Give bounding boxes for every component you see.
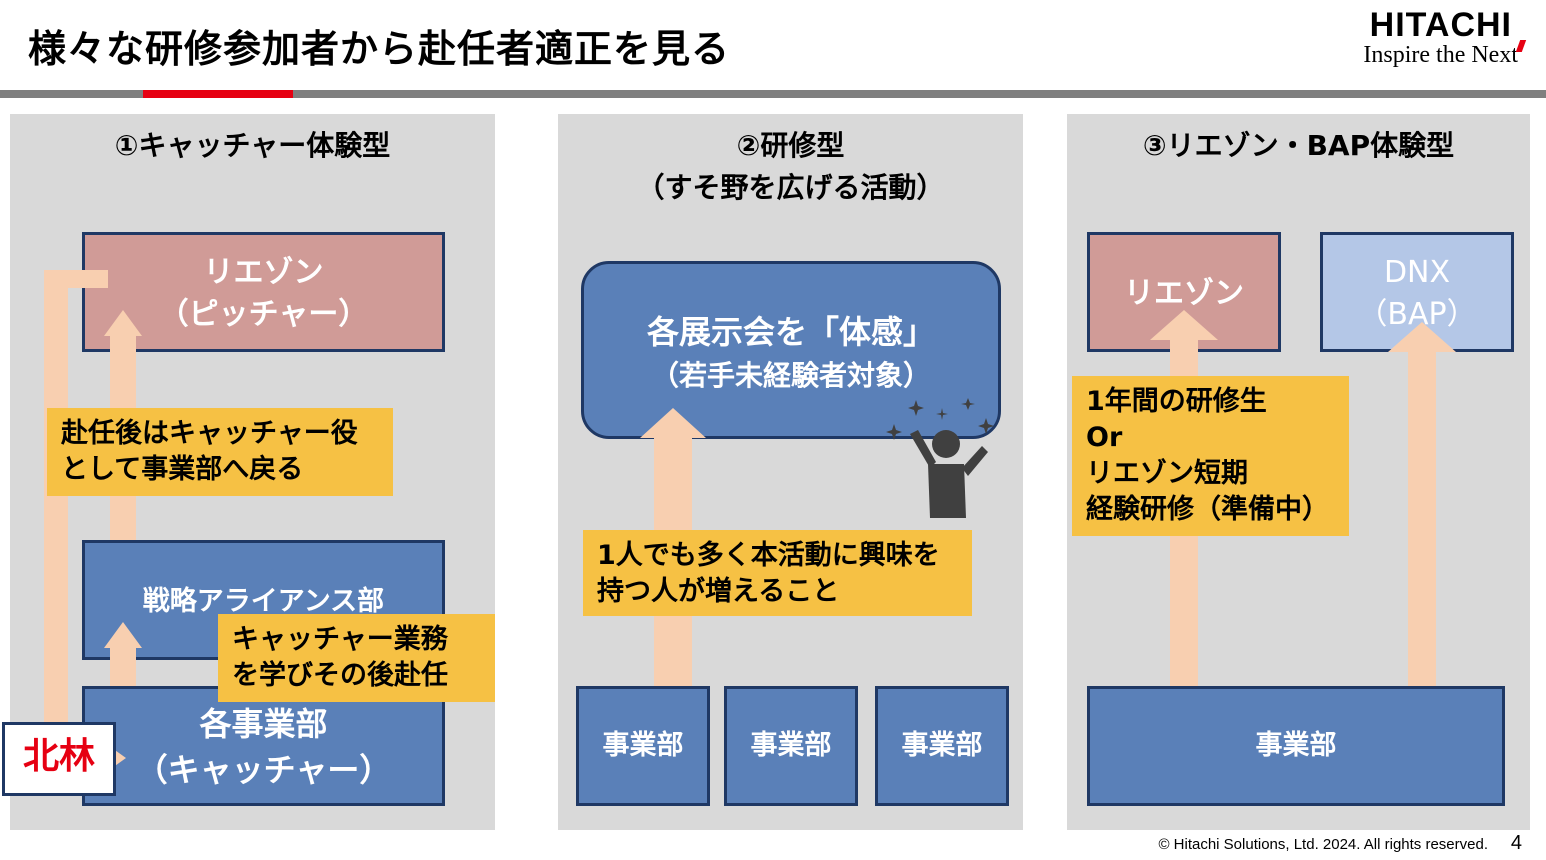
person-name-badge: 北林 bbox=[2, 722, 116, 796]
header-divider bbox=[0, 90, 1546, 98]
note-return-line1: 赴任後はキャッチャー役 bbox=[61, 418, 358, 449]
strategy-alliance-label: 戦略アライアンス部 bbox=[142, 586, 385, 617]
page-title: 様々な研修参加者から赴任者適正を見る bbox=[28, 27, 731, 71]
arrow-up-to-liaison-head bbox=[104, 310, 142, 336]
note-learn-line1: キャッチャー業務 bbox=[232, 624, 448, 655]
arrow-up-to-dnx bbox=[1408, 350, 1436, 690]
arrow-up-to-liaison-p3-head bbox=[1150, 310, 1218, 340]
liaison-pitcher-box bbox=[82, 232, 445, 352]
arrow-up-to-strategy-head bbox=[104, 622, 142, 648]
copyright-notice: © Hitachi Solutions, Ltd. 2024. All righ… bbox=[1158, 836, 1488, 853]
note-increase-interest: 1人でも多く本活動に興味を 持つ人が増えること bbox=[583, 530, 972, 616]
division-box-p3: 事業部 bbox=[1087, 686, 1505, 806]
note-learn-line2: を学びその後赴任 bbox=[232, 660, 448, 691]
note-trainee-line3: リエゾン短期 bbox=[1086, 458, 1248, 489]
panel2-subtitle: （すそ野を広げる活動） bbox=[636, 171, 945, 204]
liaison-label: リエゾン bbox=[1124, 276, 1244, 311]
note-trainee-or-short-term: 1年間の研修生 Or リエゾン短期 経験研修（準備中） bbox=[1072, 376, 1349, 536]
divisions-catcher-box bbox=[82, 686, 445, 806]
panel1-title: ①キャッチャー体験型 bbox=[114, 129, 391, 162]
header-divider-accent bbox=[143, 90, 293, 98]
panel2-title: ②研修型 bbox=[736, 129, 845, 162]
liaison-pitcher-label: リエゾン bbox=[203, 255, 324, 290]
note-trainee-line1: 1年間の研修生 bbox=[1086, 386, 1267, 417]
note-trainee-line2: Or bbox=[1086, 422, 1123, 453]
hitachi-logo: HITACHI bbox=[1369, 6, 1512, 44]
excited-person-icon bbox=[886, 398, 994, 518]
arrow-up-to-dnx-head bbox=[1388, 322, 1456, 352]
return-path-vertical bbox=[44, 270, 68, 732]
exhibition-experience-sublabel: （若手未経験者対象） bbox=[650, 359, 931, 392]
note-interest-line2: 持つ人が増えること bbox=[597, 576, 840, 607]
division-box-3: 事業部 bbox=[875, 686, 1009, 806]
liaison-pitcher-sublabel: （ピッチャー） bbox=[158, 297, 369, 332]
arrow-up-to-exhibition-head bbox=[640, 408, 706, 438]
dnx-label: DNX bbox=[1383, 255, 1451, 290]
return-path-horizontal bbox=[44, 270, 108, 288]
note-return-line2: として事業部へ戻る bbox=[61, 454, 304, 485]
note-learn-then-assign: キャッチャー業務 を学びその後赴任 bbox=[218, 614, 495, 702]
division-box-2: 事業部 bbox=[724, 686, 858, 806]
divisions-catcher-sublabel: （キャッチャー） bbox=[135, 751, 392, 789]
note-trainee-line4: 経験研修（準備中） bbox=[1086, 494, 1329, 525]
note-return-as-catcher: 赴任後はキャッチャー役 として事業部へ戻る bbox=[47, 408, 393, 496]
note-interest-line1: 1人でも多く本活動に興味を bbox=[597, 540, 940, 571]
exhibition-experience-label: 各展示会を「体感」 bbox=[646, 313, 935, 351]
panel3-title: ③リエゾン・BAP体験型 bbox=[1142, 129, 1455, 162]
hitachi-tagline: Inspire the Next bbox=[1363, 42, 1518, 68]
divisions-catcher-label: 各事業部 bbox=[199, 705, 328, 743]
division-box-1: 事業部 bbox=[576, 686, 710, 806]
page-number: 4 bbox=[1510, 832, 1522, 854]
